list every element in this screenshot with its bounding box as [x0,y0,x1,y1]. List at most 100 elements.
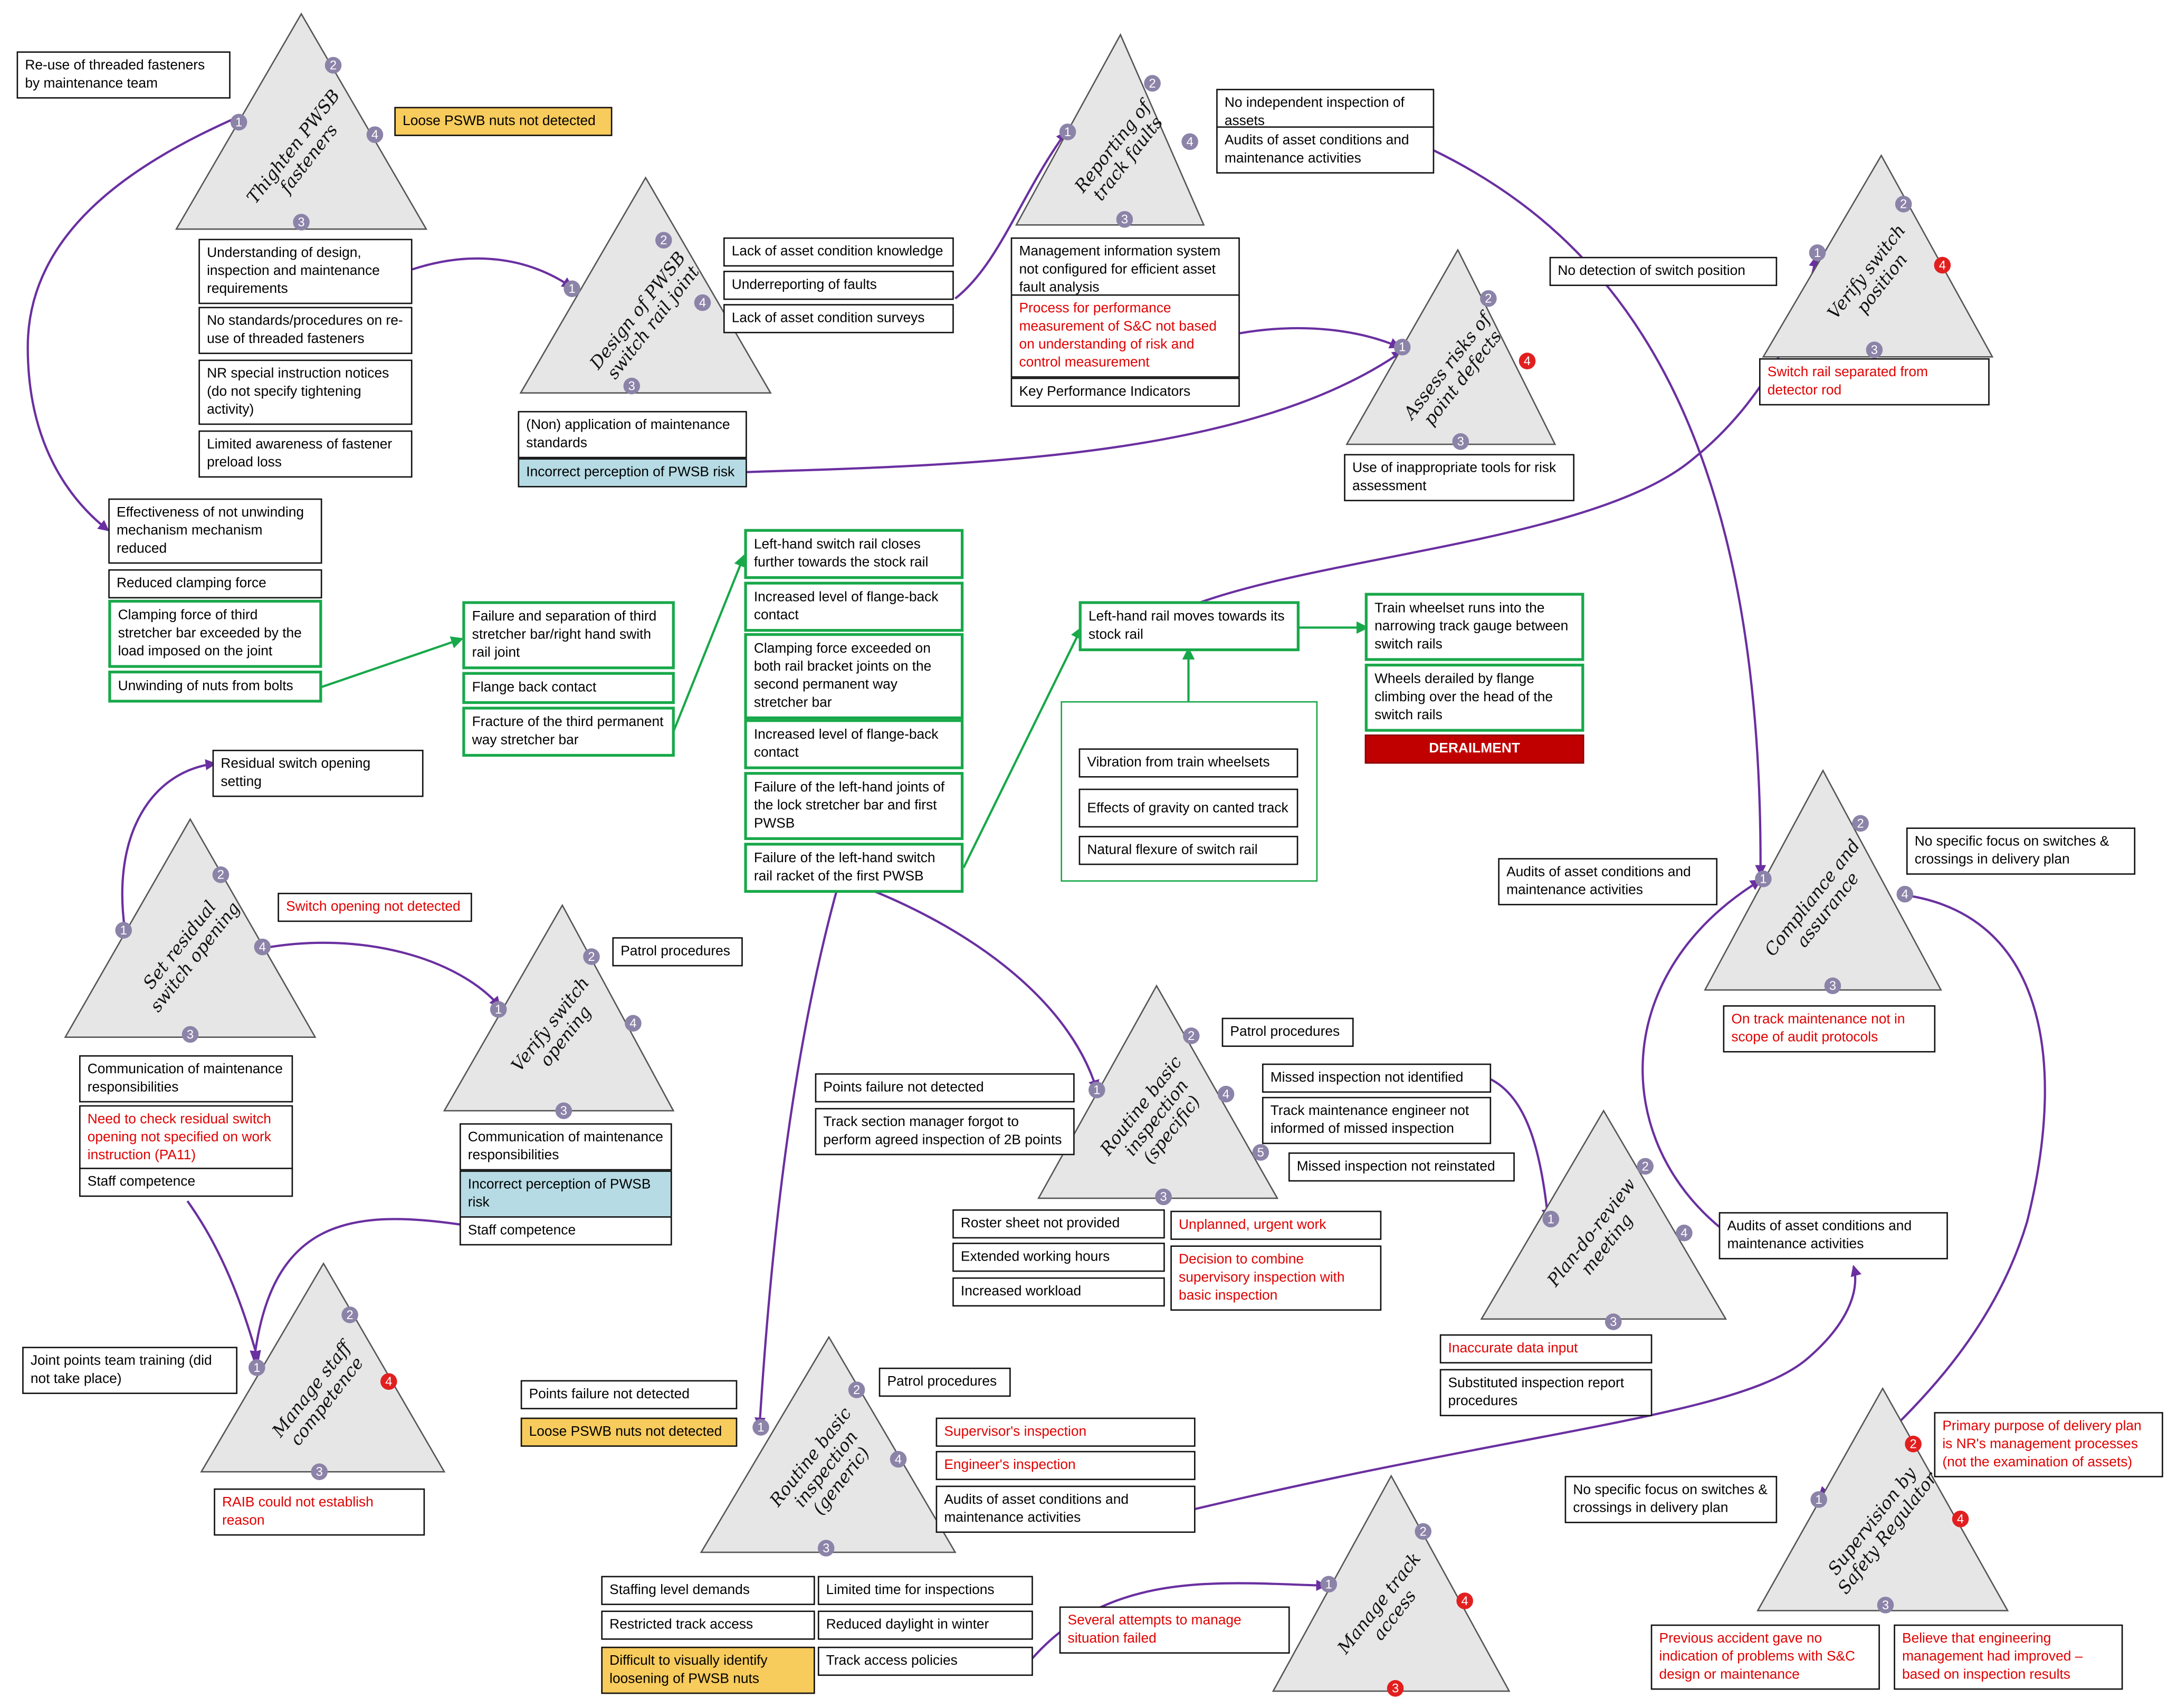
marker-2: 2 [1637,1158,1654,1175]
marker-3: 3 [1116,211,1133,228]
marker-4: 4 [1217,1085,1235,1103]
event-box: Fracture of the third permanent way stre… [462,707,675,757]
marker-2: 2 [1895,196,1912,213]
cause-box: Understanding of design, inspection and … [198,238,413,304]
arrow-understanding-to-design [412,257,574,289]
cause-box: Underreporting of faults [723,271,954,300]
event-box: Failure of the left-hand switch rail rac… [744,843,964,893]
cause-box: Missed inspection not identified [1262,1063,1492,1093]
marker-2: 2 [655,232,672,249]
cause-box: Track section manager forgot to perform … [815,1108,1075,1156]
cause-box: Residual switch opening setting [212,749,424,797]
arrow-missed-to-plandoreview [1489,1077,1553,1220]
marker-1: 1 [115,922,132,939]
cause-box: Patrol procedures [612,937,743,967]
marker-3: 3 [182,1026,199,1043]
marker-1: 1 [1059,123,1076,140]
marker-1: 1 [1393,339,1411,356]
cause-box: Track access policies [817,1646,1033,1676]
cause-box: Switch rail separated from detector rod [1759,358,1990,406]
triangle-routine-basic-inspection-generic: Routine basic inspection (generic) 1 2 3… [700,1335,957,1559]
cause-box: Limited time for inspections [817,1576,1033,1605]
triangle-manage-track-access: Manage track access 1 2 3 4 [1272,1474,1523,1698]
arrow-unwinding-to-failure [320,636,464,689]
marker-1: 1 [490,1001,507,1018]
triangle-manage-staff-competence: Manage staff competence 1 2 3 4 [200,1262,452,1486]
marker-3: 3 [555,1102,572,1119]
marker-5: 5 [1252,1144,1269,1161]
arrow-underreporting-to-reporting [954,130,1067,300]
triangle-shape [519,176,772,394]
triangle-routine-basic-inspection-specific: Routine basic inspection (specific) 1 2 … [1037,984,1288,1208]
marker-4: 4 [694,294,711,311]
marker-3: 3 [817,1540,835,1557]
arrow-staffcomp2-to-managestaff [250,1218,461,1362]
cause-box: Switch opening not detected [278,892,472,922]
marker-3: 3 [623,377,641,395]
event-box: Train wheelset runs into the narrowing t… [1364,593,1584,661]
environmental-factors-frame [1061,701,1318,882]
cause-box: Staffing level demands [601,1576,815,1605]
marker-4: 4 [1934,256,1951,274]
cause-box: Re-use of threaded fasteners by maintena… [16,51,231,99]
cause-box: Audits of asset conditions and maintenan… [1718,1212,1948,1259]
cause-box: Track maintenance engineer not informed … [1262,1096,1492,1144]
event-box: Clamping force of third stretcher bar ex… [108,599,322,668]
cause-box: Joint points team training (did not take… [22,1347,237,1394]
marker-2: 2 [1182,1027,1200,1044]
cause-box: Previous accident gave no indication of … [1650,1624,1880,1690]
triangle-set-residual-switch-opening: Set residual switch opening 1 2 3 4 [64,817,317,1043]
event-box: Failure and separation of third stretche… [462,601,675,670]
cause-box: Engineer's inspection [935,1451,1196,1481]
marker-1: 1 [1320,1576,1338,1593]
marker-4: 4 [380,1373,397,1390]
cause-box: Incorrect perception of PWSB risk [459,1170,672,1218]
cause-box: No standards/procedures on re-use of thr… [198,307,413,355]
marker-4: 4 [366,126,384,144]
event-box: Effectiveness of not unwinding mechanism… [108,498,322,564]
marker-1: 1 [564,280,580,298]
marker-2: 2 [212,866,230,883]
cause-box: Patrol procedures [1221,1017,1354,1047]
cause-box: NR special instruction notices (do not s… [198,359,413,425]
cause-box: Points failure not detected [815,1073,1075,1103]
marker-3: 3 [1387,1680,1404,1697]
event-box: Reduced clamping force [108,569,322,599]
cause-box: Believe that engineering management had … [1894,1624,2123,1690]
cause-box: Points failure not detected [520,1380,738,1409]
marker-4: 4 [1519,352,1536,369]
cause-box: Use of inappropriate tools for risk asse… [1344,454,1575,501]
event-box: Clamping force exceeded on both rail bra… [744,633,964,720]
cause-box: Audits of asset conditions and maintenan… [1216,126,1435,174]
arrow-fracture-to-leftclose [672,554,746,732]
cause-box: Several attempts to manage situation fai… [1059,1606,1290,1654]
factor-box: Effects of gravity on canted track [1078,788,1298,828]
marker-2: 2 [1905,1435,1922,1453]
marker-2: 2 [341,1306,358,1323]
cause-box: Increased workload [952,1277,1165,1307]
marker-3: 3 [1866,341,1883,358]
cause-box: Loose PSWB nuts not detected [520,1417,738,1447]
marker-1: 1 [1542,1210,1560,1228]
cause-box: No specific focus on switches & crossing… [1564,1476,1778,1523]
cause-box: Limited awareness of fastener preload lo… [198,430,413,478]
marker-2: 2 [1415,1523,1431,1540]
cause-box: Restricted track access [601,1610,815,1640]
marker-1: 1 [249,1359,265,1376]
cause-box: Missed inspection not reinstated [1288,1152,1515,1182]
triangle-assess-risks-of-point-defects: Assess risks of point defects 1 2 3 4 [1345,248,1597,472]
marker-4: 4 [1896,885,1914,903]
event-box: Unwinding of nuts from bolts [108,670,322,703]
arrow-plandoreview-to-compliance [1641,879,1762,1230]
event-box: Increased level of flange-back contact [744,719,964,769]
arrow-thighten-to-effectiveness [26,116,240,531]
triangle-compliance-and-assurance: Compliance and assurance 1 2 3 4 [1704,769,1955,995]
event-box: Failure of the left-hand joints of the l… [744,772,964,840]
cause-box: Patrol procedures [879,1367,1011,1397]
marker-1: 1 [1088,1081,1105,1099]
cause-box: Key Performance Indicators [1010,377,1240,407]
marker-4: 4 [1676,1224,1693,1242]
triangle-verify-switch-position: Verify switch position 1 2 3 4 [1762,154,2013,378]
marker-1: 1 [1809,244,1826,261]
arrow-audits-to-compliance [1432,149,1767,876]
